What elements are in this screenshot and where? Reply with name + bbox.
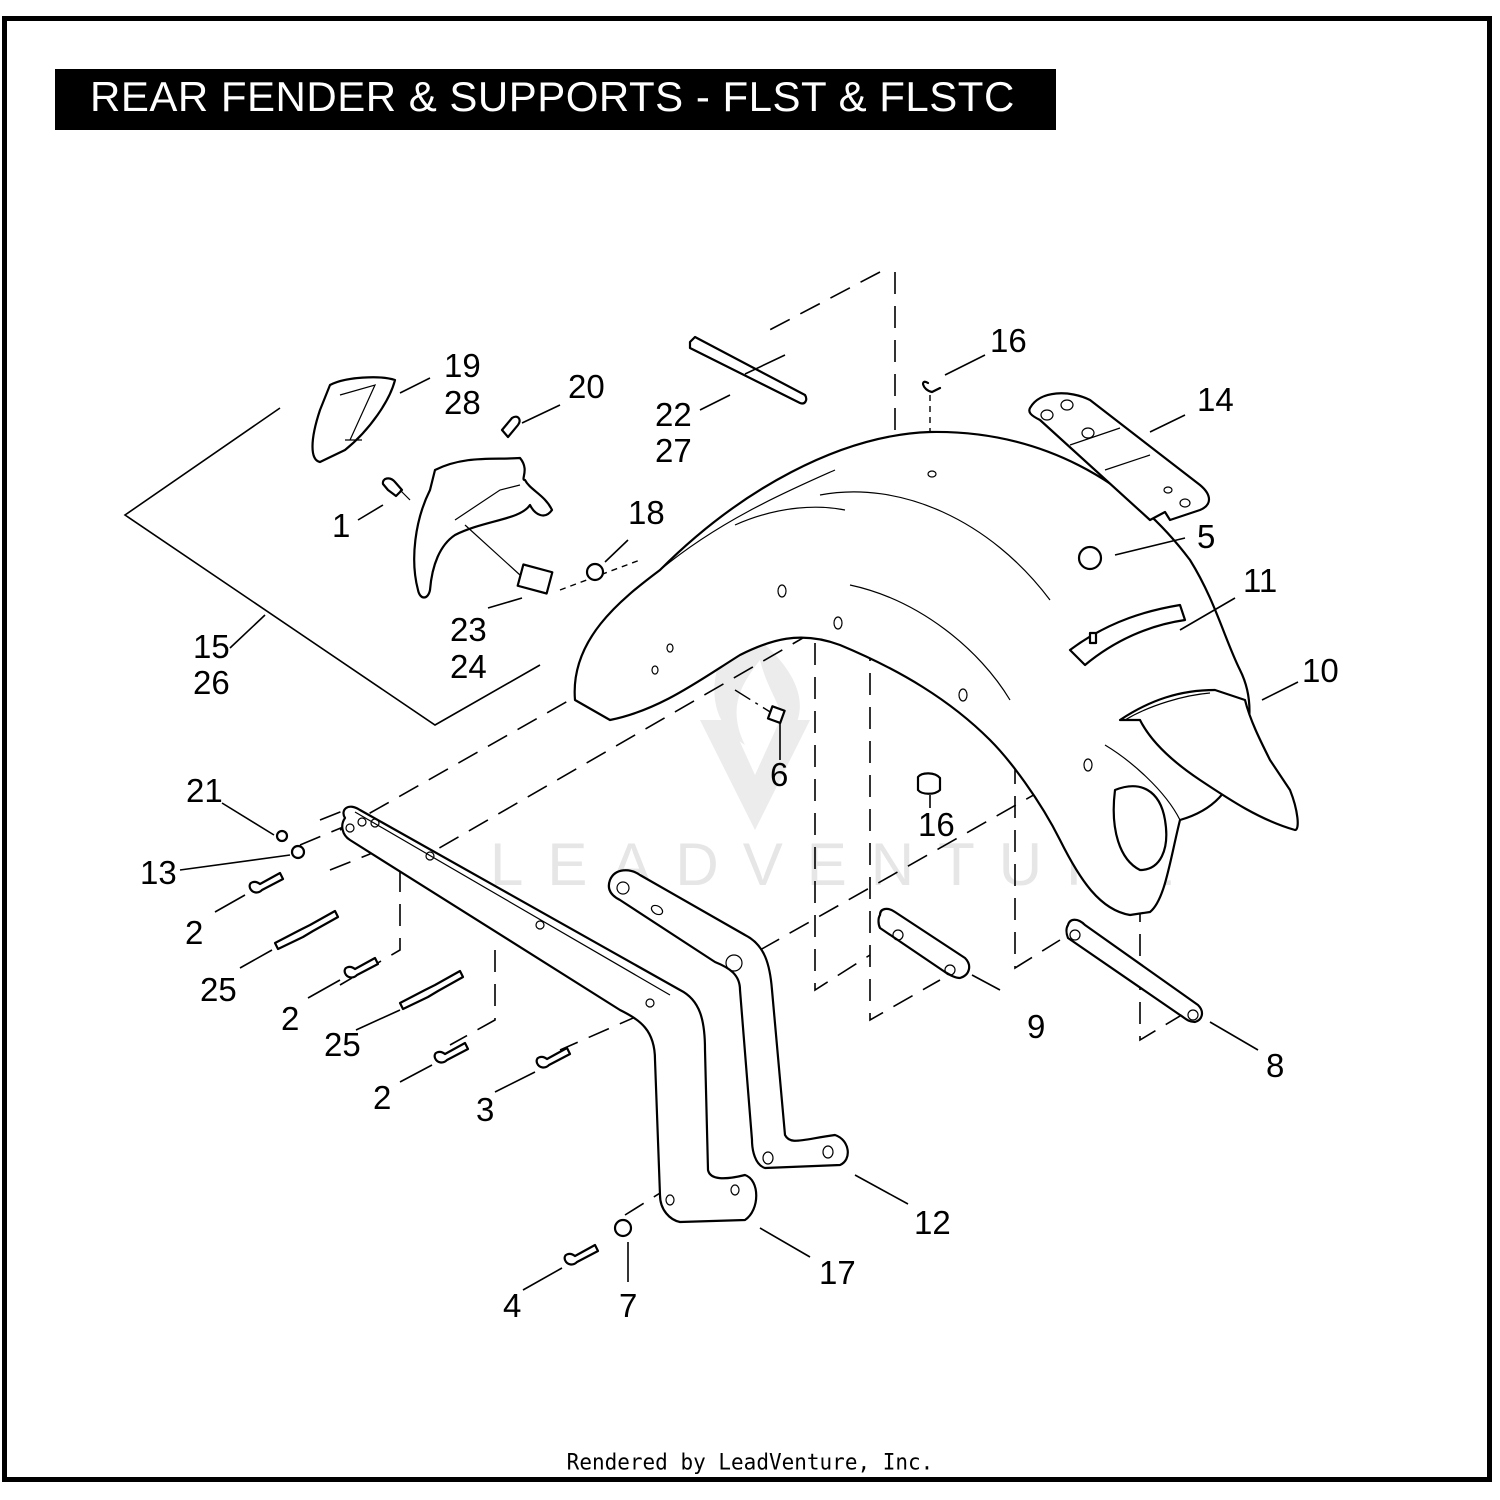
callout-27: 27 <box>655 432 692 469</box>
part-8-link <box>1065 918 1204 1024</box>
part-25-stud-b <box>398 969 465 1011</box>
callout-2-c: 2 <box>373 1079 391 1116</box>
part-13-cap <box>290 844 306 860</box>
callout-8: 8 <box>1266 1047 1284 1084</box>
callout-1: 1 <box>332 507 350 544</box>
part-taillight-housing <box>413 456 554 599</box>
title-bar: REAR FENDER & SUPPORTS - FLST & FLSTC <box>55 69 1056 130</box>
callout-25-a: 25 <box>200 971 237 1008</box>
part-21-plug <box>275 829 289 843</box>
part-19-lens <box>311 376 397 464</box>
part-16-nut <box>916 772 942 795</box>
watermark: LEADVENTURE <box>490 625 1197 898</box>
callout-6: 6 <box>770 756 788 793</box>
callout-3: 3 <box>476 1091 494 1128</box>
part-9-link <box>877 907 971 980</box>
callout-7: 7 <box>619 1287 637 1324</box>
callout-11: 11 <box>1243 562 1277 599</box>
callout-labels: 19 28 20 22 27 16 14 1 18 5 11 15 26 23 … <box>140 322 1339 1324</box>
part-25-stud-a <box>273 909 340 951</box>
part-2-screw-c <box>433 1041 470 1064</box>
footer-credit: Rendered by LeadVenture, Inc. <box>566 1449 934 1475</box>
part-2-screw-b <box>343 956 380 979</box>
part-10-fender-tip <box>1118 688 1299 832</box>
callout-20: 20 <box>568 368 605 405</box>
callout-26: 26 <box>193 664 230 701</box>
part-1-screw <box>381 477 411 501</box>
part-20-bulb <box>500 415 521 439</box>
watermark-v-icon <box>700 720 810 830</box>
part-2-screw-a <box>248 871 285 894</box>
part-18-grommet <box>585 562 605 582</box>
part-16-clip <box>922 380 942 394</box>
part-3-screw <box>535 1046 572 1069</box>
callout-28: 28 <box>444 384 481 421</box>
callout-5: 5 <box>1197 518 1215 555</box>
callout-16-bottom: 16 <box>918 806 955 843</box>
callout-22: 22 <box>655 396 692 433</box>
callout-12: 12 <box>914 1204 951 1241</box>
part-6-nut <box>766 705 786 725</box>
hardware <box>248 829 633 1266</box>
part-12-bracket <box>607 869 849 1170</box>
callout-2-b: 2 <box>281 1000 299 1037</box>
leader-lines <box>179 354 1299 1291</box>
part-11-strip <box>1068 603 1187 667</box>
part-5-cap <box>1077 545 1103 571</box>
callout-25-b: 25 <box>324 1026 361 1063</box>
callout-23: 23 <box>450 611 487 648</box>
part-4-screw <box>563 1243 600 1266</box>
callout-24: 24 <box>450 648 487 685</box>
watermark-text: LEADVENTURE <box>490 831 1197 898</box>
part-7-washer <box>613 1218 633 1238</box>
diagram-frame <box>2 16 1492 1482</box>
part-17-bracket <box>341 805 758 1224</box>
part-15-mounting-plane <box>123 407 541 726</box>
callout-4: 4 <box>503 1287 521 1324</box>
callout-13: 13 <box>140 854 177 891</box>
callout-10: 10 <box>1302 652 1339 689</box>
callout-17: 17 <box>819 1254 856 1291</box>
callout-18: 18 <box>628 494 665 531</box>
callout-19: 19 <box>444 347 481 384</box>
callout-15: 15 <box>193 628 230 665</box>
callout-16-top: 16 <box>990 322 1027 359</box>
callout-14: 14 <box>1197 381 1234 418</box>
part-22-reflector <box>688 335 808 405</box>
diagram-title: REAR FENDER & SUPPORTS - FLST & FLSTC <box>90 73 1015 120</box>
part-23-connector <box>516 563 554 595</box>
part-14-plate <box>1028 392 1211 522</box>
callout-9: 9 <box>1027 1008 1045 1045</box>
callout-21: 21 <box>186 772 223 809</box>
callout-2-a: 2 <box>185 914 203 951</box>
